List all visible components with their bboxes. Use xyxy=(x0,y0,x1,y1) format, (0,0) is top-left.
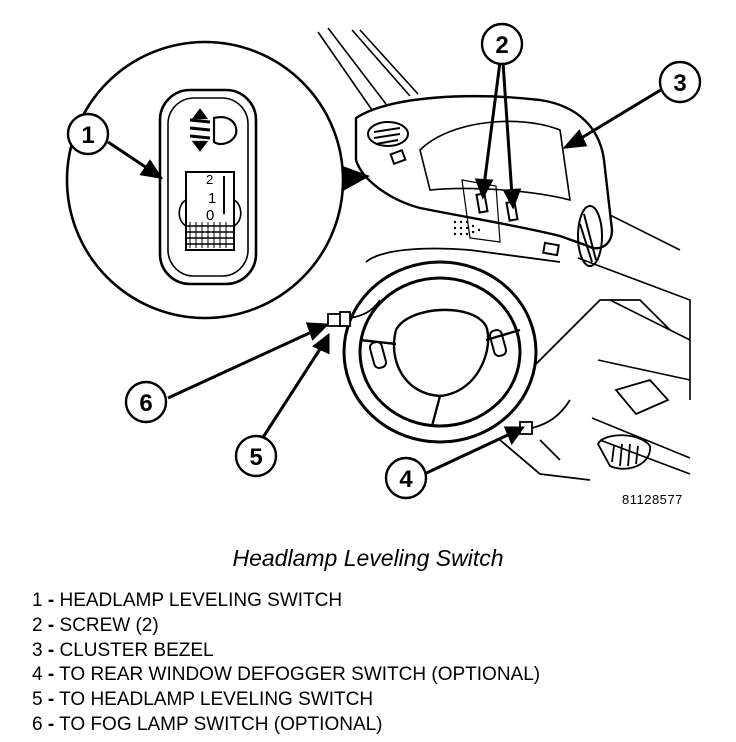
callout-2: 2 xyxy=(495,32,508,59)
figure-id: 81128577 xyxy=(622,492,683,507)
leveling-dial: 2 1 0 xyxy=(178,171,242,251)
legend-dash: - xyxy=(47,639,55,661)
legend-dash: - xyxy=(47,689,55,711)
legend-num: 4 xyxy=(32,664,43,686)
callout-6: 6 xyxy=(139,390,152,417)
legend-dash: - xyxy=(47,664,55,686)
leader-lines xyxy=(107,61,665,478)
lower-dashboard xyxy=(365,247,671,481)
legend-num: 3 xyxy=(32,639,43,661)
callout-3: 3 xyxy=(673,70,686,97)
cluster-bezel xyxy=(354,95,614,250)
legend-item: 5 - TO HEADLAMP LEVELING SWITCH xyxy=(32,688,540,713)
callout-4-circle xyxy=(384,456,428,500)
legend-item: 3 - CLUSTER BEZEL xyxy=(32,639,540,664)
callout-3-circle xyxy=(658,60,702,104)
wiring-connector xyxy=(327,299,571,435)
callout-5: 5 xyxy=(249,444,262,471)
callout-1: 1 xyxy=(81,122,94,149)
callout-6-circle xyxy=(124,380,168,424)
legend-item: 2 - SCREW (2) xyxy=(32,614,540,639)
legend-item: 4 - TO REAR WINDOW DEFOGGER SWITCH (OPTI… xyxy=(32,663,540,688)
speaker-grille xyxy=(453,220,481,236)
dial-digit-0: 0 xyxy=(206,207,214,224)
legend-dash: - xyxy=(47,713,55,735)
legend: 1 - HEADLAMP LEVELING SWITCH 2 - SCREW (… xyxy=(32,589,540,738)
dashboard-illustration: 2 1 0 1 2 3 4 5 6 xyxy=(65,22,702,500)
legend-text: HEADLAMP LEVELING SWITCH xyxy=(59,590,343,611)
callout-1-circle xyxy=(66,112,110,156)
legend-item: 1 - HEADLAMP LEVELING SWITCH xyxy=(32,589,540,614)
dashboard-structure xyxy=(317,27,691,475)
legend-text: SCREW (2) xyxy=(59,614,159,636)
steering-wheel xyxy=(342,260,538,444)
dial-digit-1: 1 xyxy=(208,190,216,207)
callout-2-circle xyxy=(480,22,524,66)
switch-bezel-inner xyxy=(167,97,249,277)
legend-dash: - xyxy=(47,590,55,611)
legend-num: 6 xyxy=(32,713,43,735)
callout-circles xyxy=(66,22,702,500)
air-vent xyxy=(367,121,603,267)
headlamp-icon xyxy=(189,108,238,152)
legend-num: 5 xyxy=(32,689,43,711)
callout-4: 4 xyxy=(399,466,413,493)
callout-5-circle xyxy=(234,434,278,478)
legend-text: TO REAR WINDOW DEFOGGER SWITCH (OPTIONAL… xyxy=(59,664,541,686)
legend-dash: - xyxy=(47,614,55,636)
dial-digit-2: 2 xyxy=(206,172,213,187)
legend-text: CLUSTER BEZEL xyxy=(59,639,214,661)
legend-item: 6 - TO FOG LAMP SWITCH (OPTIONAL) xyxy=(32,713,540,738)
inset-magnifier: 2 1 0 xyxy=(65,40,370,320)
legend-text: TO HEADLAMP LEVELING SWITCH xyxy=(59,689,374,711)
legend-text: TO FOG LAMP SWITCH (OPTIONAL) xyxy=(59,713,383,735)
figure-caption: Headlamp Leveling Switch xyxy=(232,545,504,571)
legend-num: 2 xyxy=(32,614,43,636)
screw xyxy=(475,192,519,222)
legend-num: 1 xyxy=(32,590,43,611)
